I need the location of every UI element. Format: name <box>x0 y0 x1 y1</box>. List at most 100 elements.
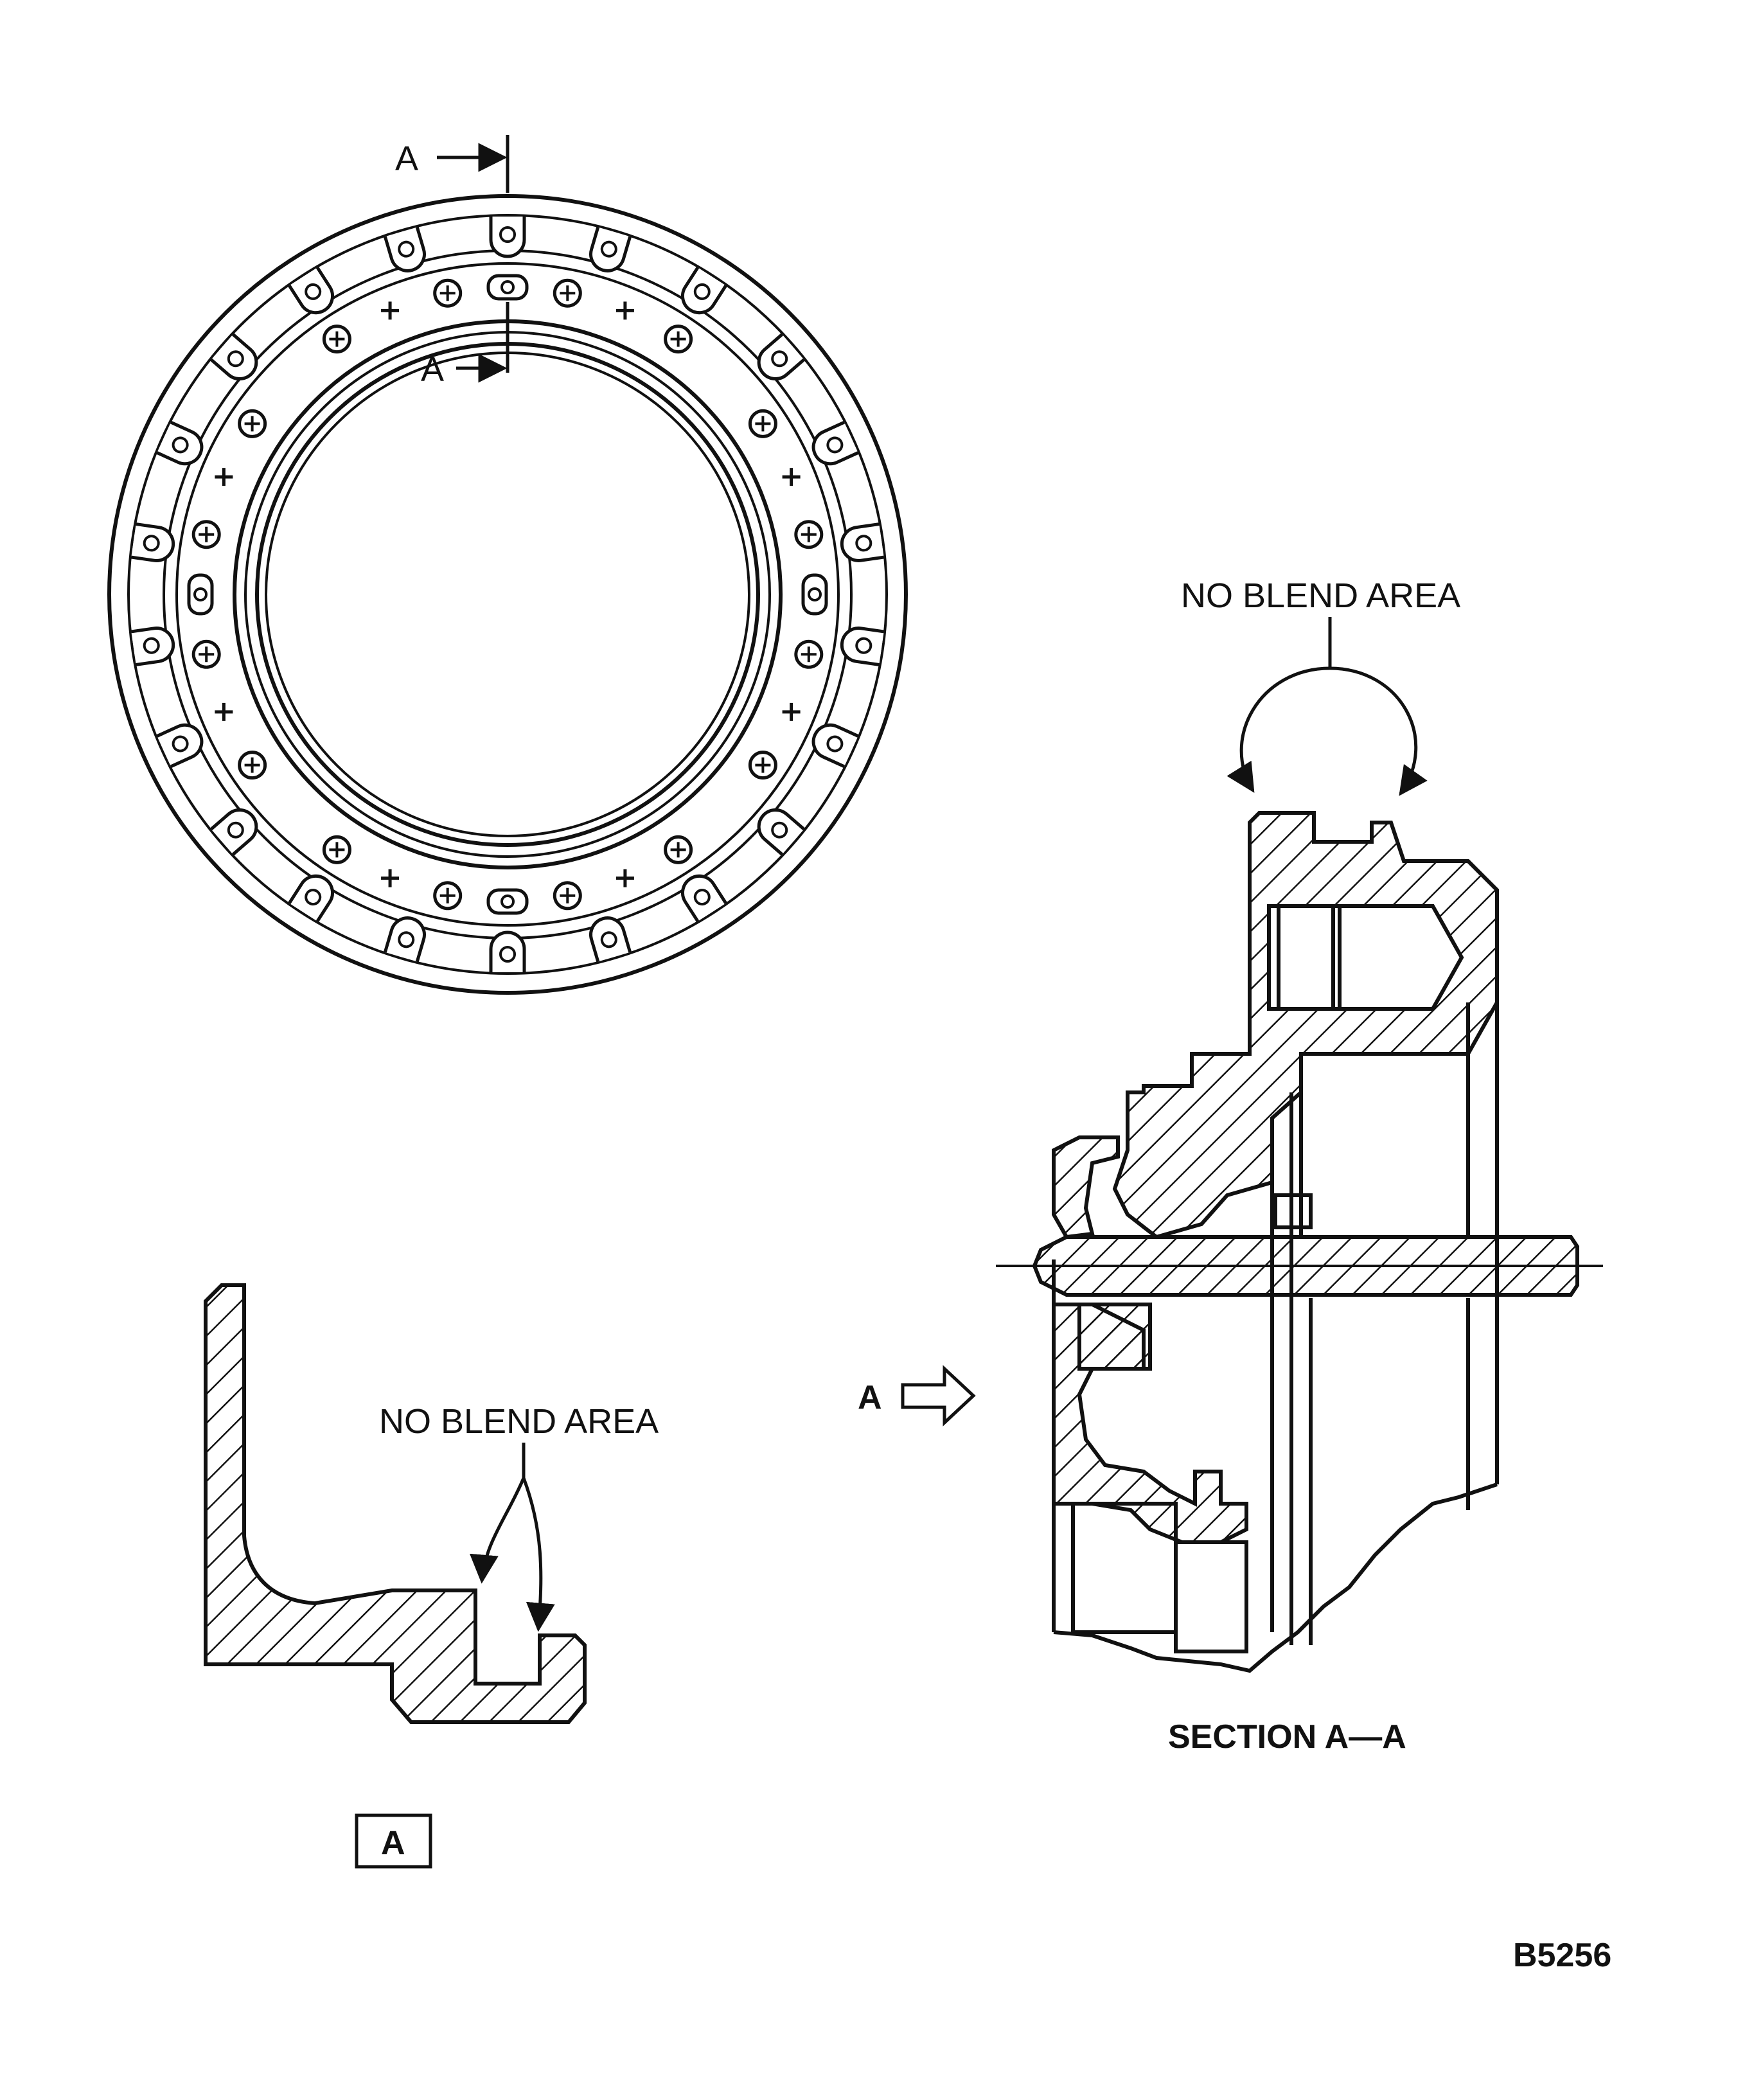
ring-cross-mark <box>782 468 801 486</box>
hollow-arrow-right-icon <box>901 1365 976 1427</box>
section-upper-flange <box>1112 811 1499 1240</box>
ring-tab-outline <box>840 522 885 562</box>
ring-bolt <box>664 835 693 864</box>
section-caption: SECTION A—A <box>1168 1718 1406 1756</box>
ring-tab <box>811 723 859 769</box>
ring-tab <box>383 916 426 963</box>
ring-bolt-cross <box>670 842 686 858</box>
ring-tab-hole <box>600 240 617 258</box>
ring-tab <box>209 333 258 380</box>
detail-profile <box>204 1283 587 1724</box>
ring-cross-mark <box>616 869 634 887</box>
ring-inner-land <box>233 319 783 869</box>
section-cut-line <box>437 135 509 383</box>
ring-tab-outline <box>757 333 806 380</box>
ring-outer-tabs <box>130 217 885 972</box>
detail-tag-box <box>355 1813 432 1869</box>
ring-slot-outline <box>187 573 214 616</box>
ring-tab-outline <box>811 723 859 769</box>
ring-bolt <box>794 639 824 669</box>
ring-tab-hole <box>826 436 844 454</box>
ring-tab-hole <box>693 889 711 906</box>
flange-ring-top-view <box>107 194 908 995</box>
ring-bolt <box>794 520 824 549</box>
ring-tab <box>288 266 334 315</box>
ring-bolt-cross <box>755 416 771 432</box>
ring-bolt-cross <box>199 646 215 663</box>
ring-bolt-cross <box>560 887 576 903</box>
ring-tab <box>840 627 885 666</box>
ring-tab-hole <box>398 931 415 948</box>
ring-tab-hole <box>305 283 322 300</box>
ring-mid-edge <box>175 262 840 927</box>
detail-a-view: NO BLEND AREA A <box>204 1283 659 1869</box>
ring-tab <box>840 522 885 562</box>
ring-slot <box>486 888 529 915</box>
ring-bolt <box>238 409 267 438</box>
ring-tab-outline <box>209 808 258 856</box>
ring-tab-hole <box>143 535 160 552</box>
ring-bolt-cross <box>560 285 576 301</box>
ring-bolt-cross <box>801 526 817 542</box>
ring-tab-outline <box>383 916 426 963</box>
ring-tab <box>130 522 175 562</box>
ring-tab <box>489 217 526 258</box>
ring-bolt-cross <box>439 887 456 903</box>
ring-tab-outline <box>209 333 258 380</box>
ring-cross-mark <box>782 702 801 721</box>
ring-tab-outline <box>288 874 334 923</box>
ring-tab <box>757 808 806 856</box>
ring-slot-hole <box>808 587 822 601</box>
ring-tab-hole <box>398 240 415 258</box>
ring-tab-hole <box>499 226 516 243</box>
detail-tag: A <box>381 1824 405 1862</box>
ring-tab-outline <box>383 226 426 272</box>
ring-slot-outline <box>801 573 828 616</box>
section-shaft-pad <box>1077 1303 1152 1371</box>
ring-bolt <box>238 751 267 780</box>
ring-tab-outline <box>681 266 727 315</box>
ring-tab-outline <box>489 217 526 258</box>
ring-tab-hole <box>771 350 788 368</box>
detail-callout-label: NO BLEND AREA <box>379 1402 659 1441</box>
ring-bolt-cross <box>329 842 345 858</box>
ring-cross-mark <box>215 702 233 721</box>
ring-bolt <box>748 409 777 438</box>
ring-tab-hole <box>499 946 516 963</box>
section-callout-label: NO BLEND AREA <box>1181 576 1460 615</box>
ring-tab-hole <box>693 283 711 300</box>
section-marker-outer: A <box>395 139 418 178</box>
ring-tab <box>757 333 806 380</box>
ring-bolt-cross <box>670 331 686 347</box>
ring-tab-outline <box>156 420 204 466</box>
ring-slot-hole <box>193 587 208 601</box>
ring-bolt <box>322 835 351 864</box>
ring-tab-outline <box>589 226 632 272</box>
ring-tab-outline <box>811 420 859 466</box>
ring-bolt-cross <box>244 757 260 773</box>
ring-tab <box>489 930 526 972</box>
ring-slot-hole <box>501 894 515 909</box>
section-marker-inner: A <box>421 350 444 389</box>
ring-tab <box>383 226 426 272</box>
ring-tab <box>209 808 258 856</box>
ring-slot <box>187 573 214 616</box>
ring-outer-edge <box>107 194 908 995</box>
ring-slot-outline <box>486 888 529 915</box>
ring-tab-hole <box>172 735 189 752</box>
ring-cross-mark <box>616 301 634 320</box>
ring-tab-hole <box>826 735 844 752</box>
ring-cross-marks <box>215 301 801 887</box>
section-left-plate-upper <box>1052 1135 1120 1240</box>
ring-slot-outline <box>486 274 529 301</box>
ring-tab-hole <box>227 350 244 368</box>
ring-tab <box>156 420 204 466</box>
ring-tab <box>156 723 204 769</box>
ring-bolt-cross <box>244 416 260 432</box>
ring-bolt-cross <box>199 526 215 542</box>
ring-tab <box>681 874 727 923</box>
ring-tab-outline <box>840 627 885 666</box>
ring-inner-step <box>244 331 771 858</box>
ring-tab <box>811 420 859 466</box>
